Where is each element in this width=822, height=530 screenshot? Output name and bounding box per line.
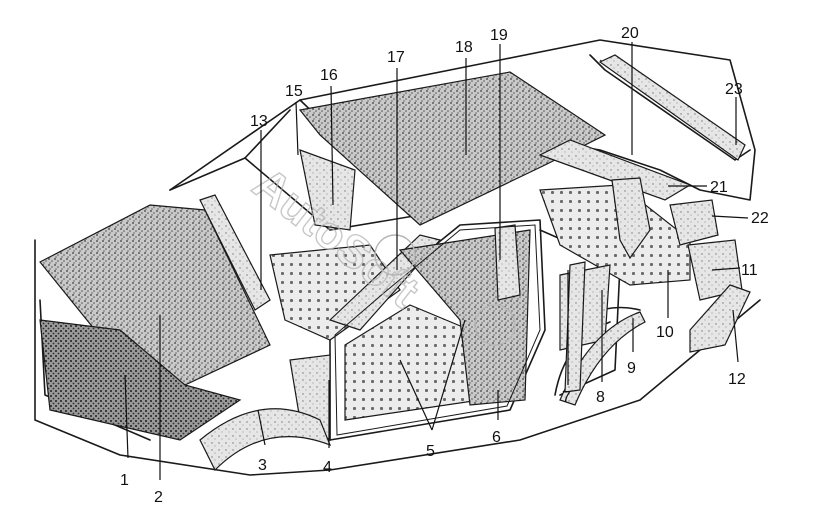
dashboard-pad xyxy=(299,149,356,231)
callout-1: 1 xyxy=(120,472,129,489)
door-pillar-pad xyxy=(494,224,521,301)
callout-7: 7 xyxy=(562,389,571,406)
leader-lines xyxy=(124,42,749,480)
rear-boot-mat xyxy=(689,284,751,353)
callout-10: 10 xyxy=(656,324,674,341)
callout-17: 17 xyxy=(387,49,405,66)
front-wheel-arch-liner xyxy=(199,408,332,472)
rear-pillar-pad xyxy=(611,177,651,260)
insulation-parts xyxy=(39,54,751,472)
callout-21: 21 xyxy=(710,179,728,196)
callout-19: 19 xyxy=(490,27,508,44)
sill-trim xyxy=(564,261,586,393)
roof-lining xyxy=(298,71,607,226)
rear-window-seal xyxy=(598,54,746,161)
callout-12: 12 xyxy=(728,371,746,388)
callout-16: 16 xyxy=(320,67,338,84)
wheelhouse-pad-upper xyxy=(669,199,719,246)
callout-6: 6 xyxy=(492,429,501,446)
callout-8: 8 xyxy=(596,389,605,406)
callout-22: 22 xyxy=(751,210,769,227)
callout-9: 9 xyxy=(627,360,636,377)
callout-15: 15 xyxy=(285,83,303,100)
callout-11: 11 xyxy=(741,262,758,279)
callout-4: 4 xyxy=(323,459,332,476)
callout-13: 13 xyxy=(250,113,268,130)
callout-18: 18 xyxy=(455,39,473,56)
callout-20: 20 xyxy=(621,25,639,42)
callout-2: 2 xyxy=(154,489,163,506)
callout-23: 23 xyxy=(725,81,743,98)
callout-labels: 1 2 3 4 5 6 7 8 9 10 11 12 13 15 16 17 1… xyxy=(120,25,769,506)
callout-5: 5 xyxy=(426,443,435,460)
engine-bay-insulation xyxy=(39,319,242,441)
door-seal xyxy=(334,224,541,436)
bulkhead-pad xyxy=(199,194,271,311)
callout-3: 3 xyxy=(258,457,267,474)
